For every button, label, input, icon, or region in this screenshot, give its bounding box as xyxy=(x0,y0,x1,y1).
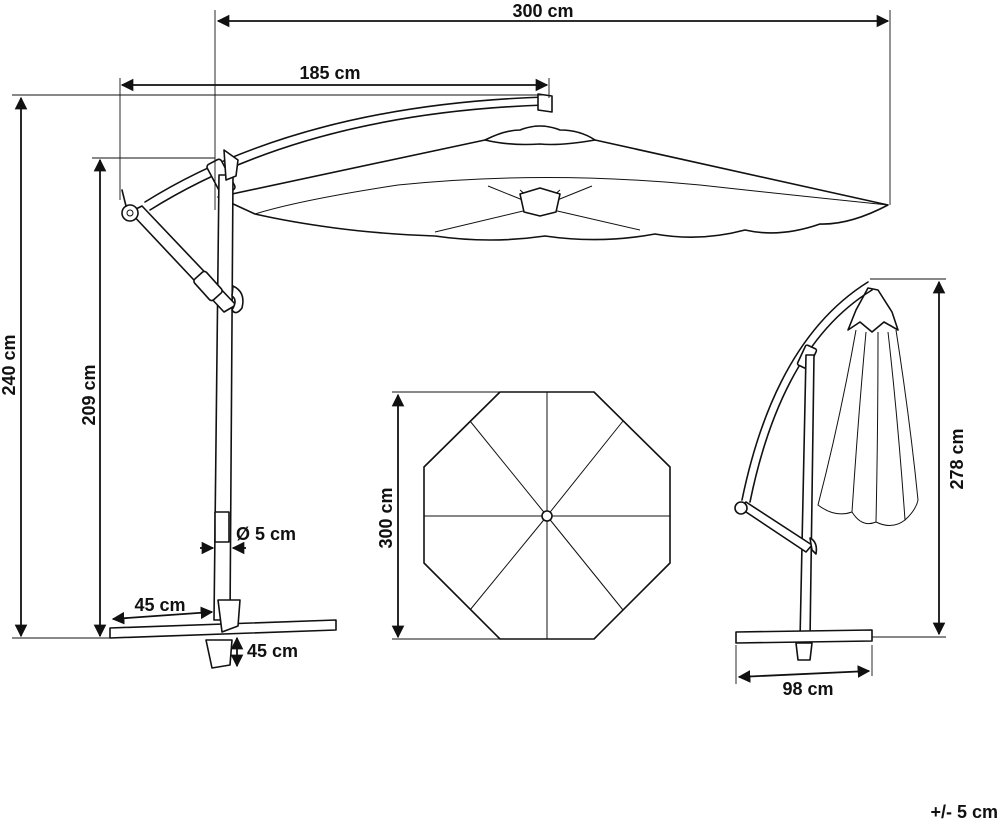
folded-base xyxy=(735,629,873,644)
dimension-folded-height: 278 cm xyxy=(870,278,967,638)
canopy xyxy=(217,135,889,241)
dimension-clearance-height: 209 cm xyxy=(79,157,215,638)
svg-text:278 cm: 278 cm xyxy=(947,428,967,489)
canopy-hub xyxy=(519,187,561,217)
svg-text:Ø 5 cm: Ø 5 cm xyxy=(236,524,296,544)
crank-handle xyxy=(121,204,139,222)
canopy-hem xyxy=(397,177,701,186)
tolerance-note: +/- 5 cm xyxy=(930,802,998,822)
svg-text:185 cm: 185 cm xyxy=(299,63,360,83)
dimension-arm-reach: 185 cm xyxy=(119,63,550,200)
dimension-pole-diameter: Ø 5 cm xyxy=(200,524,296,555)
dimension-folded-base-width: 98 cm xyxy=(735,645,873,699)
canopy-top-view xyxy=(423,391,671,640)
dimension-total-width: 300 cm xyxy=(214,1,891,210)
svg-text:45 cm: 45 cm xyxy=(247,641,298,661)
svg-text:300 cm: 300 cm xyxy=(376,487,396,548)
folded-umbrella-view xyxy=(734,281,919,661)
canopy-finial xyxy=(484,125,596,146)
dimension-canopy-diameter: 300 cm xyxy=(376,391,545,640)
folded-canopy xyxy=(847,287,899,333)
svg-text:209 cm: 209 cm xyxy=(79,364,99,425)
dimension-base-depth: 45 cm xyxy=(230,636,298,668)
pole xyxy=(213,174,234,621)
svg-text:45 cm: 45 cm xyxy=(134,595,185,615)
canopy-ribs xyxy=(434,185,641,233)
dimension-total-height: 240 cm xyxy=(0,94,545,639)
svg-text:300 cm: 300 cm xyxy=(512,1,573,21)
svg-text:98 cm: 98 cm xyxy=(782,679,833,699)
dimension-base-half-width: 45 cm xyxy=(111,595,214,625)
top-view-ribs xyxy=(424,392,670,639)
folded-arm xyxy=(741,281,869,501)
curved-arm xyxy=(144,96,546,203)
svg-text:240 cm: 240 cm xyxy=(0,334,19,395)
open-umbrella-side-view xyxy=(109,93,889,669)
top-view-hub xyxy=(541,510,553,522)
